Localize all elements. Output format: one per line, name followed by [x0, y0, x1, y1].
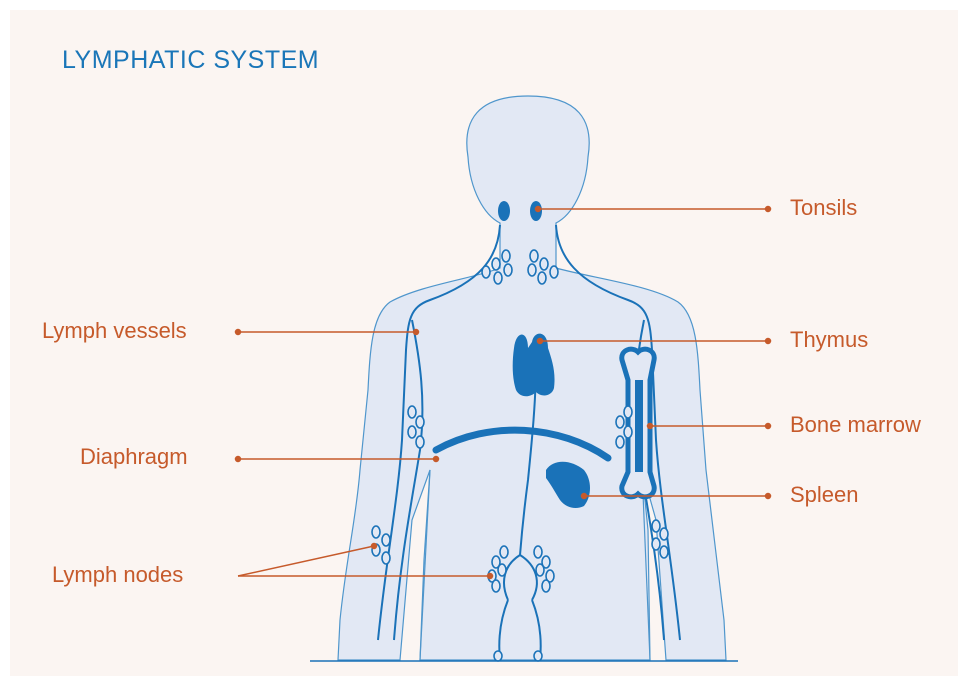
label-thymus: Thymus [790, 329, 868, 351]
label-spleen: Spleen [790, 484, 859, 506]
label-lymph-nodes: Lymph nodes [52, 564, 183, 586]
label-lymph-vessels: Lymph vessels [42, 320, 187, 342]
label-diaphragm: Diaphragm [80, 446, 188, 468]
label-tonsils: Tonsils [790, 197, 857, 219]
label-bone-marrow: Bone marrow [790, 414, 921, 436]
